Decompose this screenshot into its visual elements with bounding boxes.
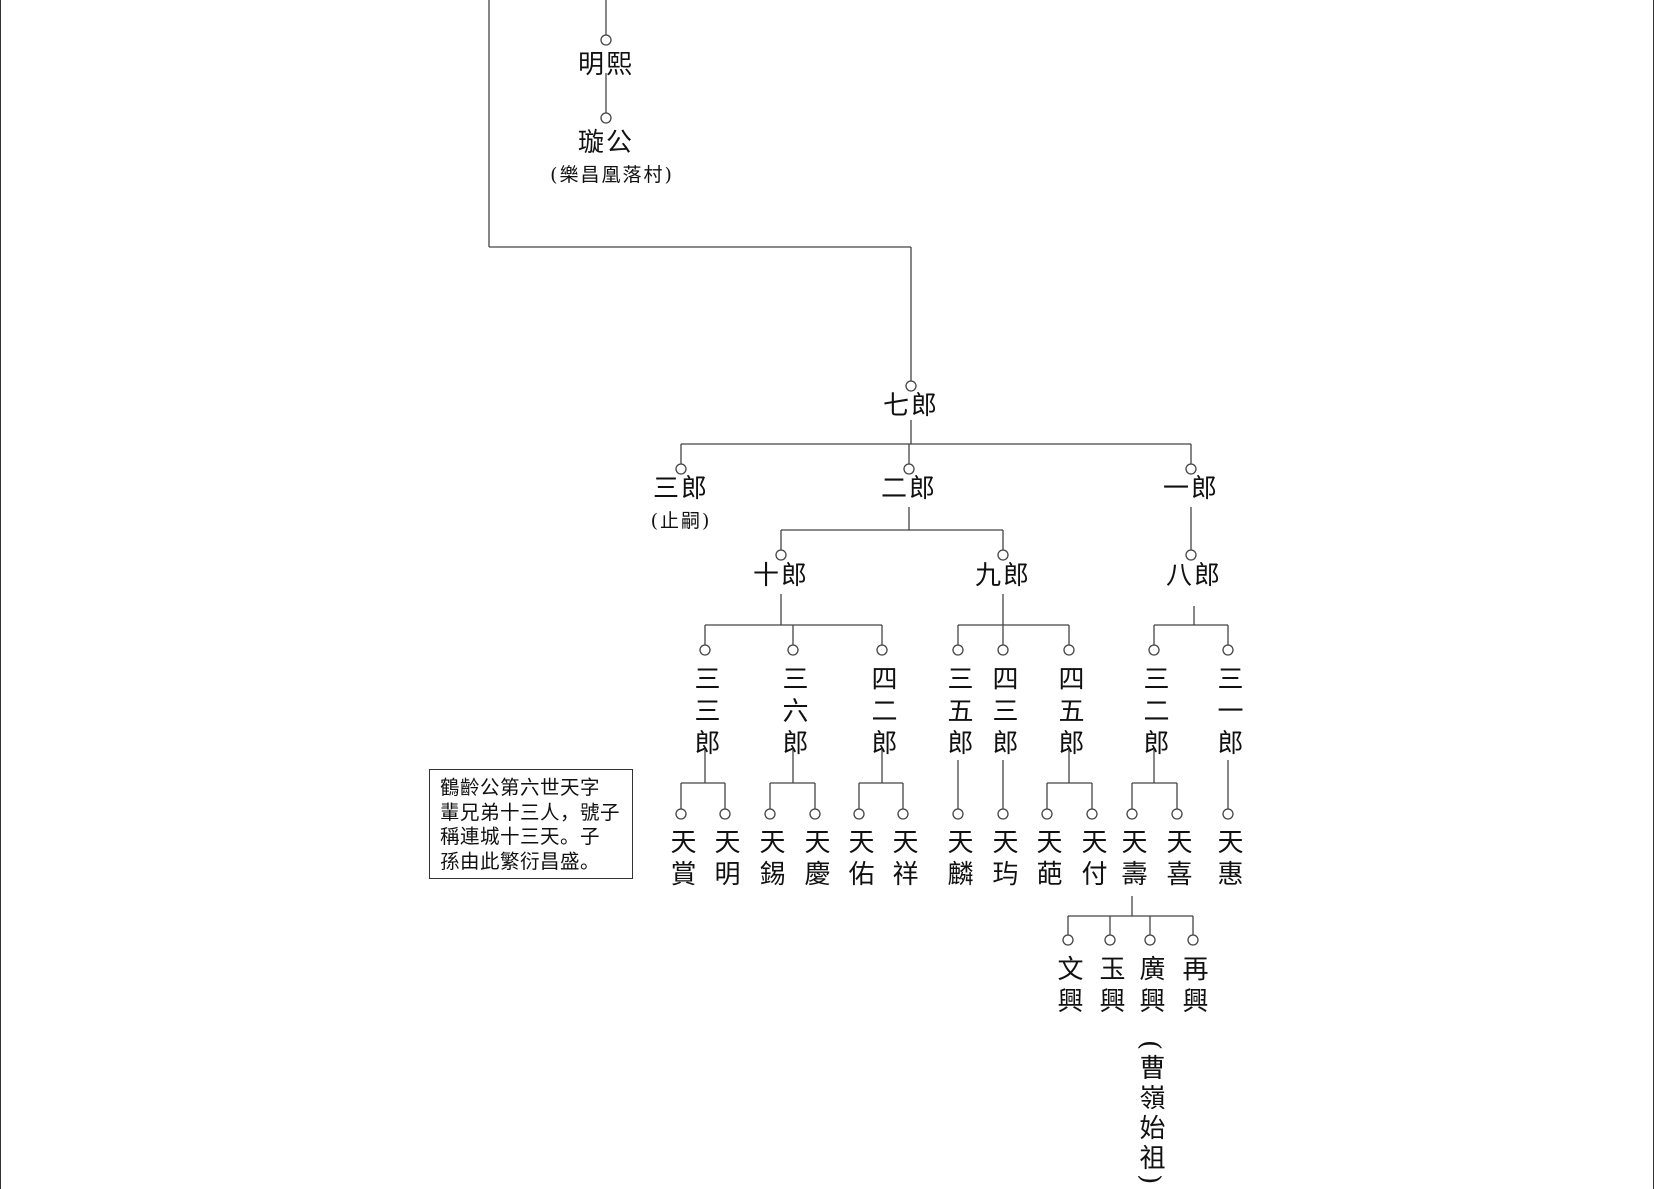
node-tianxiang: 天祥 bbox=[888, 828, 918, 892]
node-sanwulang: 三五郎 bbox=[943, 665, 973, 761]
node-circle bbox=[952, 808, 964, 820]
node-circle bbox=[1185, 549, 1197, 561]
page-left-edge bbox=[0, 0, 1, 1189]
node-circle bbox=[675, 463, 687, 475]
node-erlang: 二郎 bbox=[880, 474, 938, 504]
node-balang: 八郎 bbox=[1165, 561, 1223, 591]
node-sisanlang: 四三郎 bbox=[988, 665, 1018, 761]
node-tianfu: 天付 bbox=[1077, 828, 1107, 892]
node-circle bbox=[905, 380, 917, 392]
node-circle bbox=[876, 644, 888, 656]
node-tianqing: 天慶 bbox=[800, 828, 830, 892]
node-circle bbox=[787, 644, 799, 656]
node-tianqiao: 天玙 bbox=[988, 828, 1018, 892]
node-tianxi: 天錫 bbox=[755, 828, 785, 892]
node-circle bbox=[997, 808, 1009, 820]
node-circle bbox=[997, 644, 1009, 656]
node-circle bbox=[853, 808, 865, 820]
node-tianming: 天明 bbox=[710, 828, 740, 892]
node-circle bbox=[1144, 934, 1156, 946]
note-line-3: 稱連城十三天。子 bbox=[440, 825, 601, 848]
node-sanerlang: 三二郎 bbox=[1139, 665, 1169, 761]
node-circle bbox=[719, 808, 731, 820]
node-wenxing: 文興 bbox=[1053, 955, 1083, 1019]
node-circle bbox=[1148, 644, 1160, 656]
node-sanlang: 三郎 bbox=[652, 474, 710, 504]
node-jiulang: 九郎 bbox=[974, 561, 1032, 591]
node-tianlin: 天麟 bbox=[943, 828, 973, 892]
node-circle bbox=[600, 112, 612, 124]
node-qilang: 七郎 bbox=[882, 391, 940, 421]
node-yuxing: 玉興 bbox=[1095, 955, 1125, 1019]
note-line-4: 孫由此繁衍昌盛。 bbox=[440, 849, 601, 873]
node-circle bbox=[775, 549, 787, 561]
node-circle bbox=[1185, 463, 1197, 475]
node-xuangong: 璇公 bbox=[577, 128, 635, 158]
node-circle bbox=[1187, 934, 1199, 946]
node-circle bbox=[903, 463, 915, 475]
node-tianxi2: 天喜 bbox=[1162, 828, 1192, 892]
node-circle bbox=[1062, 934, 1074, 946]
node-siwulang: 四五郎 bbox=[1054, 665, 1084, 761]
node-circle bbox=[1222, 808, 1234, 820]
node-sanyilang: 三一郎 bbox=[1213, 665, 1243, 761]
node-sanliulang: 三六郎 bbox=[778, 665, 808, 761]
node-circle bbox=[699, 644, 711, 656]
node-tianshang: 天賞 bbox=[666, 828, 696, 892]
node-circle bbox=[1063, 644, 1075, 656]
node-circle bbox=[952, 644, 964, 656]
node-sierlang: 四二郎 bbox=[867, 665, 897, 761]
node-tianyou: 天佑 bbox=[844, 828, 874, 892]
node-circle bbox=[1222, 644, 1234, 656]
node-zaixing: 再興 bbox=[1178, 955, 1208, 1019]
note-line-2: 輩兄弟十三人，號子 bbox=[440, 800, 621, 824]
node-sanlang-note: (止嗣) bbox=[650, 510, 712, 532]
node-tianhui: 天惠 bbox=[1213, 828, 1243, 892]
node-guangxing-note: (曹嶺始祖) bbox=[1135, 1040, 1165, 1189]
node-tianshou: 天壽 bbox=[1117, 828, 1147, 892]
node-circle bbox=[1171, 808, 1183, 820]
node-circle bbox=[897, 808, 909, 820]
node-circle bbox=[1041, 808, 1053, 820]
node-tianpa: 天葩 bbox=[1032, 828, 1062, 892]
node-circle bbox=[1126, 808, 1138, 820]
node-circle bbox=[809, 808, 821, 820]
node-circle bbox=[764, 808, 776, 820]
node-shilang: 十郎 bbox=[752, 561, 810, 591]
node-circle bbox=[1086, 808, 1098, 820]
node-circle bbox=[997, 549, 1009, 561]
note-box: 鶴齡公第六世天字 輩兄弟十三人，號子 稱連城十三天。子 孫由此繁衍昌盛。 bbox=[429, 769, 633, 879]
node-guangxing: 廣興 bbox=[1135, 955, 1165, 1019]
node-mingxi: 明熙 bbox=[577, 50, 635, 80]
node-circle bbox=[600, 34, 612, 46]
node-yilang: 一郎 bbox=[1162, 474, 1220, 504]
node-xuangong-note: (樂昌凰落村) bbox=[550, 164, 674, 186]
note-line-1: 鶴齡公第六世天字 bbox=[440, 776, 601, 799]
node-sansanlang: 三三郎 bbox=[690, 665, 720, 761]
node-circle bbox=[675, 808, 687, 820]
node-circle bbox=[1104, 934, 1116, 946]
